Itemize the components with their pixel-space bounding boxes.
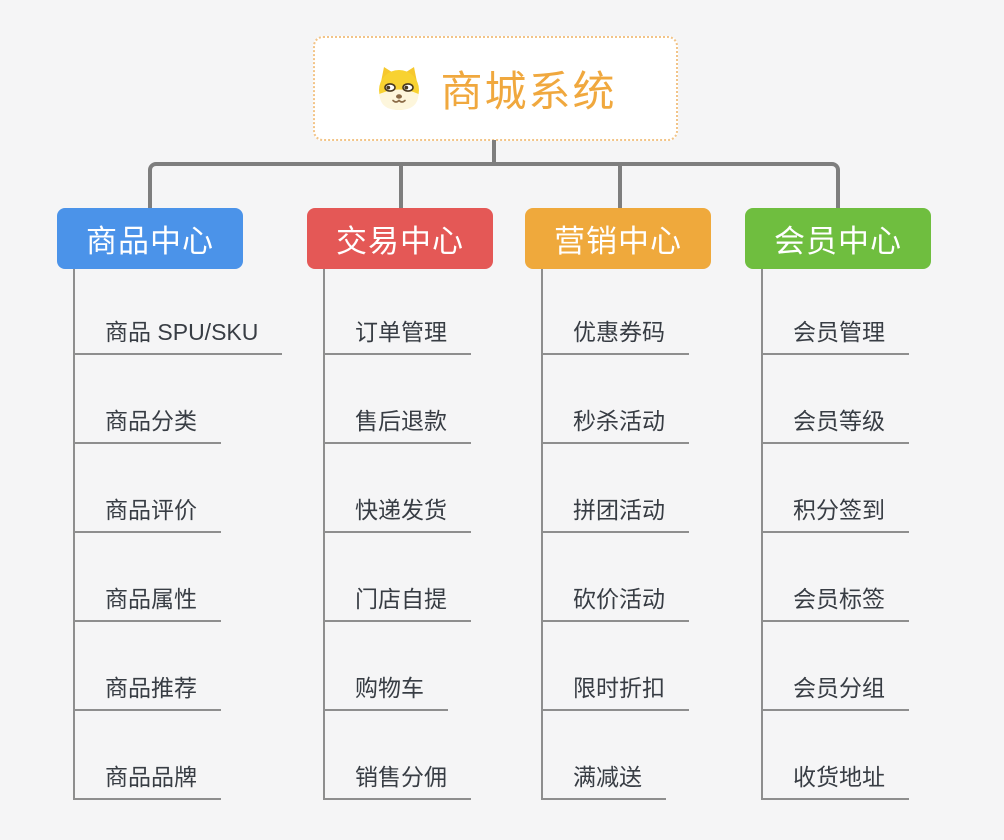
child-node[interactable]: 商品品牌 (75, 711, 221, 800)
connector-drop (399, 162, 403, 208)
child-label: 收货地址 (793, 764, 885, 790)
child-node[interactable]: 订单管理 (325, 269, 471, 355)
child-label: 限时折扣 (573, 675, 665, 701)
branch-trunk-line: 商品 SPU/SKU 商品分类 商品评价 商品属性 商品推荐 商品品牌 (73, 269, 317, 800)
child-label: 砍价活动 (573, 586, 665, 612)
root-node-mall-system[interactable]: 商城系统 (313, 36, 678, 141)
child-node[interactable]: 拼团活动 (543, 444, 689, 533)
branch-header-trade-center[interactable]: 交易中心 (307, 208, 493, 269)
child-node[interactable]: 购物车 (325, 622, 448, 711)
branch-marketing-center: 营销中心 优惠券码 秒杀活动 拼团活动 砍价活动 限时折扣 满减送 (525, 208, 785, 800)
child-node[interactable]: 商品评价 (75, 444, 221, 533)
child-node[interactable]: 会员标签 (763, 533, 909, 622)
child-node[interactable]: 会员等级 (763, 355, 909, 444)
child-node[interactable]: 秒杀活动 (543, 355, 689, 444)
branch-trunk-line: 优惠券码 秒杀活动 拼团活动 砍价活动 限时折扣 满减送 (541, 269, 785, 800)
child-label: 会员标签 (793, 586, 885, 612)
child-node[interactable]: 收货地址 (763, 711, 909, 800)
branch-trunk-line: 订单管理 售后退款 快递发货 门店自提 购物车 销售分佣 (323, 269, 567, 800)
child-label: 会员等级 (793, 408, 885, 434)
dog-face-icon (374, 66, 424, 112)
child-label: 门店自提 (355, 586, 447, 612)
child-node[interactable]: 商品 SPU/SKU (75, 269, 283, 355)
child-label: 商品推荐 (105, 675, 197, 701)
child-label: 商品属性 (105, 586, 197, 612)
child-node[interactable]: 商品推荐 (75, 622, 221, 711)
child-label: 满减送 (573, 764, 642, 790)
child-label: 商品 SPU/SKU (105, 319, 259, 345)
child-node[interactable]: 会员管理 (763, 269, 909, 355)
child-node[interactable]: 限时折扣 (543, 622, 689, 711)
child-node[interactable]: 会员分组 (763, 622, 909, 711)
child-label: 拼团活动 (573, 497, 665, 523)
branch-member-center: 会员中心 会员管理 会员等级 积分签到 会员标签 会员分组 收货地址 (745, 208, 1004, 800)
child-label: 快递发货 (355, 497, 447, 523)
branch-trunk-line: 会员管理 会员等级 积分签到 会员标签 会员分组 收货地址 (761, 269, 1004, 800)
child-label: 购物车 (355, 675, 424, 701)
child-node[interactable]: 优惠券码 (543, 269, 689, 355)
child-node[interactable]: 满减送 (543, 711, 666, 800)
child-label: 商品评价 (105, 497, 197, 523)
child-label: 商品分类 (105, 408, 197, 434)
child-node[interactable]: 商品属性 (75, 533, 221, 622)
child-label: 会员分组 (793, 675, 885, 701)
child-node[interactable]: 门店自提 (325, 533, 471, 622)
child-label: 订单管理 (355, 319, 447, 345)
child-label: 销售分佣 (355, 764, 447, 790)
connector-drop (618, 162, 622, 208)
connector-frame (148, 162, 840, 208)
child-label: 会员管理 (793, 319, 885, 345)
branch-header-marketing-center[interactable]: 营销中心 (525, 208, 711, 269)
child-node[interactable]: 快递发货 (325, 444, 471, 533)
branch-header-member-center[interactable]: 会员中心 (745, 208, 931, 269)
root-title: 商城系统 (440, 68, 617, 115)
child-node[interactable]: 售后退款 (325, 355, 471, 444)
child-label: 商品品牌 (105, 764, 197, 790)
child-node[interactable]: 砍价活动 (543, 533, 689, 622)
branch-header-product-center[interactable]: 商品中心 (57, 208, 243, 269)
child-node[interactable]: 商品分类 (75, 355, 221, 444)
child-label: 售后退款 (355, 408, 447, 434)
child-node[interactable]: 积分签到 (763, 444, 909, 533)
child-label: 秒杀活动 (573, 408, 665, 434)
child-node[interactable]: 销售分佣 (325, 711, 471, 800)
root-connector-stem (492, 140, 496, 166)
branch-trade-center: 交易中心 订单管理 售后退款 快递发货 门店自提 购物车 销售分佣 (307, 208, 567, 800)
child-label: 积分签到 (793, 497, 885, 523)
branch-product-center: 商品中心 商品 SPU/SKU 商品分类 商品评价 商品属性 商品推荐 商品品牌 (57, 208, 317, 800)
child-label: 优惠券码 (573, 319, 665, 345)
